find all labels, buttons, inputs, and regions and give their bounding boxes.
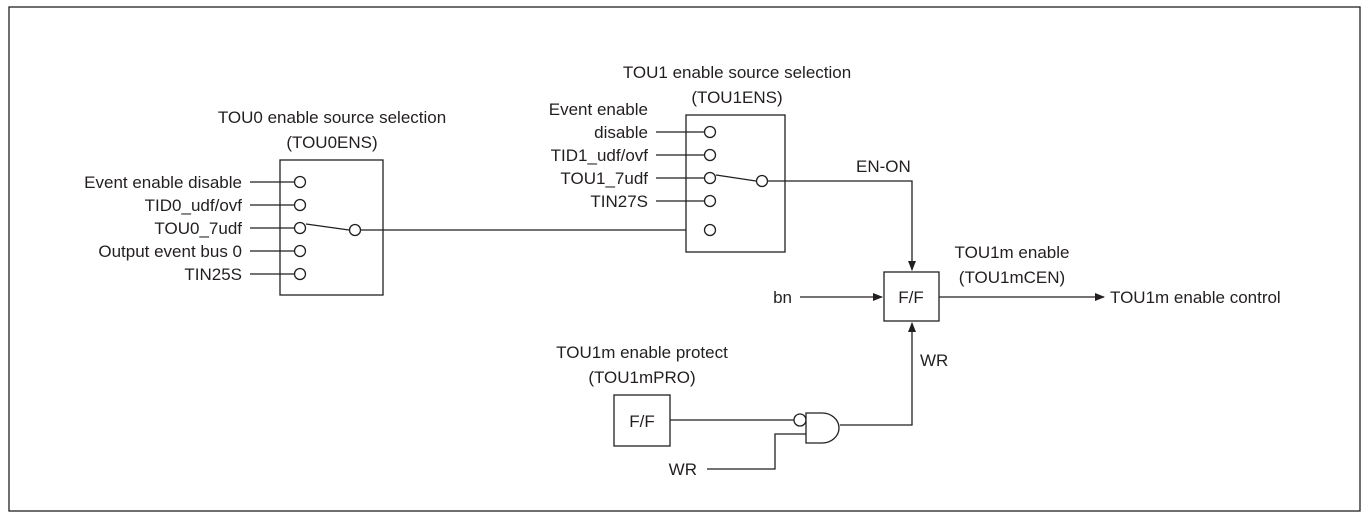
tou1ens-input-label: TID1_udf/ovf: [551, 146, 649, 165]
tou1ens-title: TOU1 enable source selection: [623, 63, 851, 82]
tou1ens-input-label: TIN27S: [590, 192, 648, 211]
tou1ens-selector: TOU1 enable source selection (TOU1ENS) E…: [549, 63, 851, 253]
tou1mcen-box-label: F/F: [898, 288, 924, 307]
tou0ens-register: (TOU0ENS): [286, 133, 377, 152]
gate-inverter-bubble: [793, 413, 807, 427]
tou1mcen-title: TOU1m enable: [955, 243, 1070, 262]
tou1mpro-box-label: F/F: [629, 412, 655, 431]
tou0ens-selector: TOU0 enable source selection (TOU0ENS) E…: [84, 108, 446, 296]
diagram-frame: [8, 6, 1361, 512]
tou1ens-input-label: TOU1_7udf: [560, 169, 648, 188]
tou1ens-output-pin: [755, 174, 769, 188]
tou0ens-input-label: TID0_udf/ovf: [145, 196, 243, 215]
wr-input-wire: [707, 433, 806, 470]
wr-input-label: WR: [669, 460, 697, 479]
tou0ens-input-pin: [293, 198, 307, 212]
tou0ens-input-pin: [293, 175, 307, 189]
tou1ens-input-pin: [703, 194, 717, 208]
tou0ens-input-pin: [293, 267, 307, 281]
tou0ens-switch: [305, 223, 350, 231]
tou0ens-input-label: Event enable disable: [84, 173, 242, 192]
tou0ens-output-pin: [348, 223, 362, 237]
tou1mpro-flipflop: TOU1m enable protect (TOU1mPRO) F/F: [556, 343, 728, 447]
enable-control-label: TOU1m enable control: [1110, 288, 1281, 307]
tou0ens-input-label: TIN25S: [184, 265, 242, 284]
wr-gate-wire: [840, 322, 916, 426]
tou1ens-register: (TOU1ENS): [691, 88, 782, 107]
bn-label: bn: [773, 288, 792, 307]
wr-gate-label: WR: [920, 351, 948, 370]
tou0ens-input-pin: [293, 221, 307, 235]
tou1ens-input-pin: [703, 148, 717, 162]
tou1ens-input-label: Event enable: [549, 100, 648, 119]
tou1ens-box: [685, 114, 786, 253]
en-on-label: EN-ON: [856, 157, 911, 176]
tou1ens-input-pin: [703, 223, 717, 237]
tou1ens-input-label: disable: [594, 123, 648, 142]
tou1ens-switch: [715, 174, 757, 182]
tou0ens-input-label: TOU0_7udf: [154, 219, 242, 238]
tou1mpro-register: (TOU1mPRO): [588, 368, 695, 387]
tou1mpro-title: TOU1m enable protect: [556, 343, 728, 362]
tou0ens-input-label: Output event bus 0: [98, 242, 242, 261]
tou0ens-input-pin: [293, 244, 307, 258]
tou1ens-input-pin: [703, 125, 717, 139]
and-gate: [805, 412, 840, 444]
tou1ens-input-pin: [703, 171, 717, 185]
en-on-wire: [768, 180, 916, 271]
tou1mcen-register: (TOU1mCEN): [959, 268, 1065, 287]
tou0ens-title: TOU0 enable source selection: [218, 108, 446, 127]
